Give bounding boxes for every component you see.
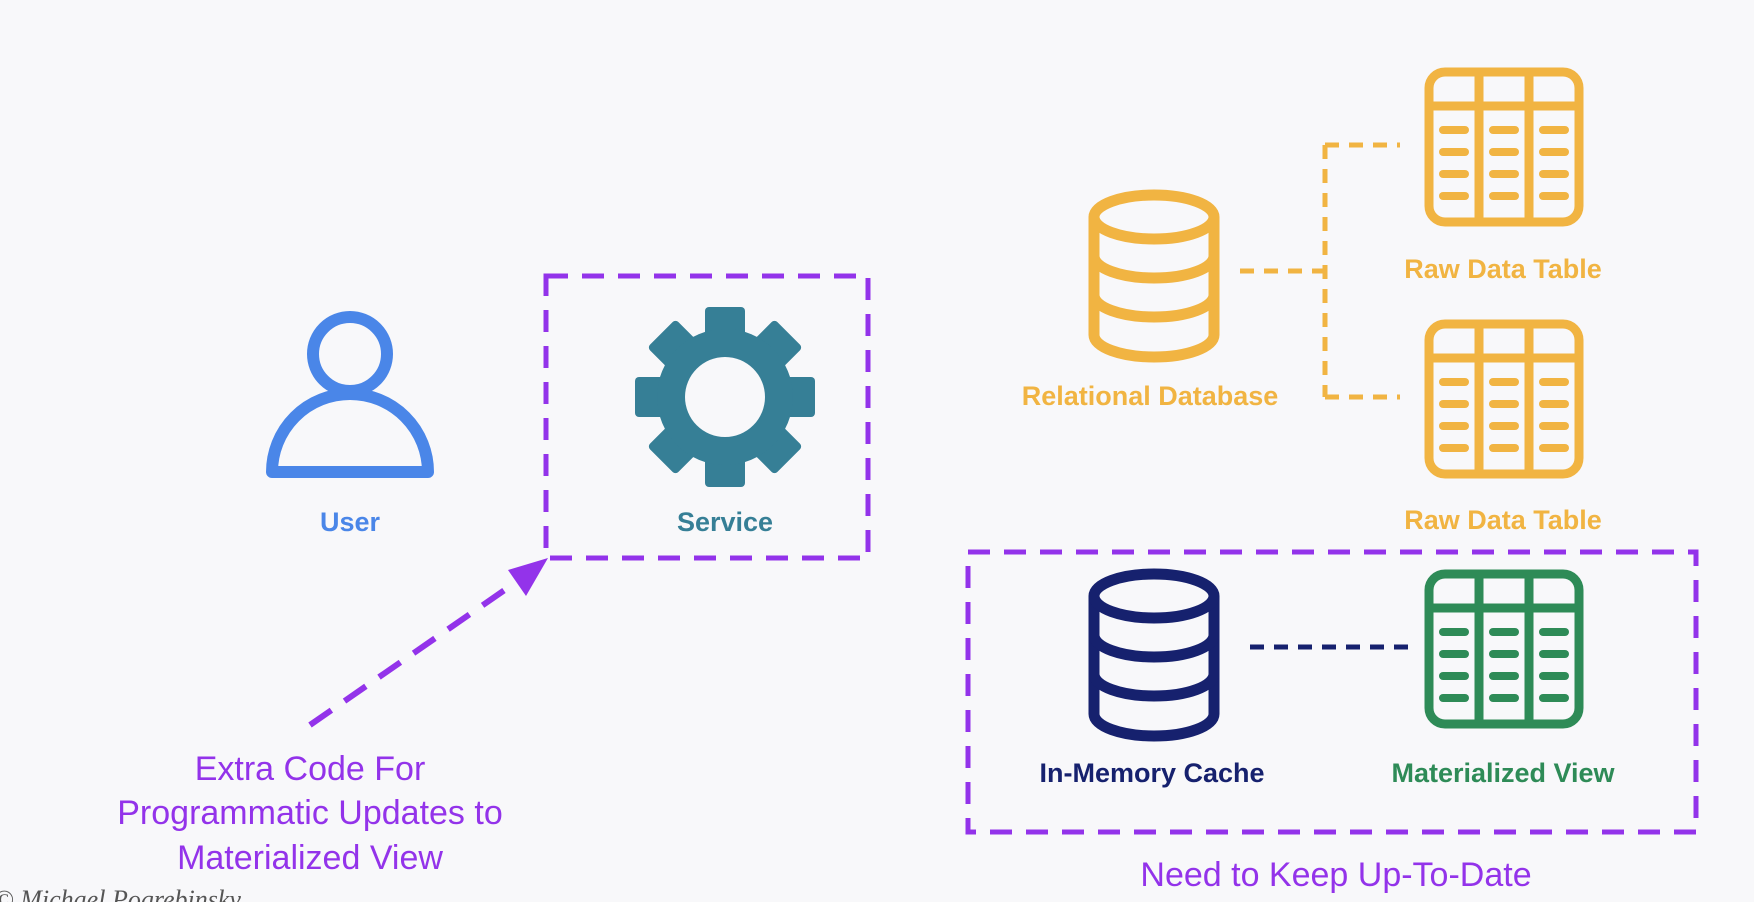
relational-database-label: Relational Database — [1022, 381, 1279, 411]
extra-code-line-1: Extra Code For — [195, 750, 426, 788]
extra-code-line-3: Materialized View — [177, 839, 443, 877]
in-memory-cache-label: In-Memory Cache — [1039, 758, 1264, 788]
user-icon — [266, 311, 434, 478]
annotation-arrow — [308, 558, 548, 728]
extra-code-line-2: Programmatic Updates to — [117, 794, 503, 832]
raw-table-1-icon — [1429, 72, 1579, 222]
credit-text: © Michael Pogrebinsky — [0, 885, 241, 902]
raw-table-2-icon — [1429, 324, 1579, 474]
in-memory-cache-icon — [1094, 574, 1214, 736]
service-highlight-box — [543, 273, 871, 561]
gear-icon — [635, 307, 815, 487]
raw-table-2-label: Raw Data Table — [1404, 505, 1602, 535]
service-label: Service — [677, 507, 773, 537]
cache-view-highlight-box — [965, 549, 1699, 835]
raw-table-1-label: Raw Data Table — [1404, 254, 1602, 284]
relational-database-icon — [1094, 195, 1214, 357]
user-label: User — [320, 507, 381, 537]
db-connectors — [1240, 142, 1400, 400]
keep-up-to-date-note: Need to Keep Up-To-Date — [1140, 856, 1531, 894]
materialized-view-icon — [1429, 574, 1579, 724]
materialized-view-label: Materialized View — [1391, 758, 1615, 788]
extra-code-note: Extra Code For Programmatic Updates to M… — [117, 750, 503, 877]
arrow-head — [508, 558, 548, 596]
